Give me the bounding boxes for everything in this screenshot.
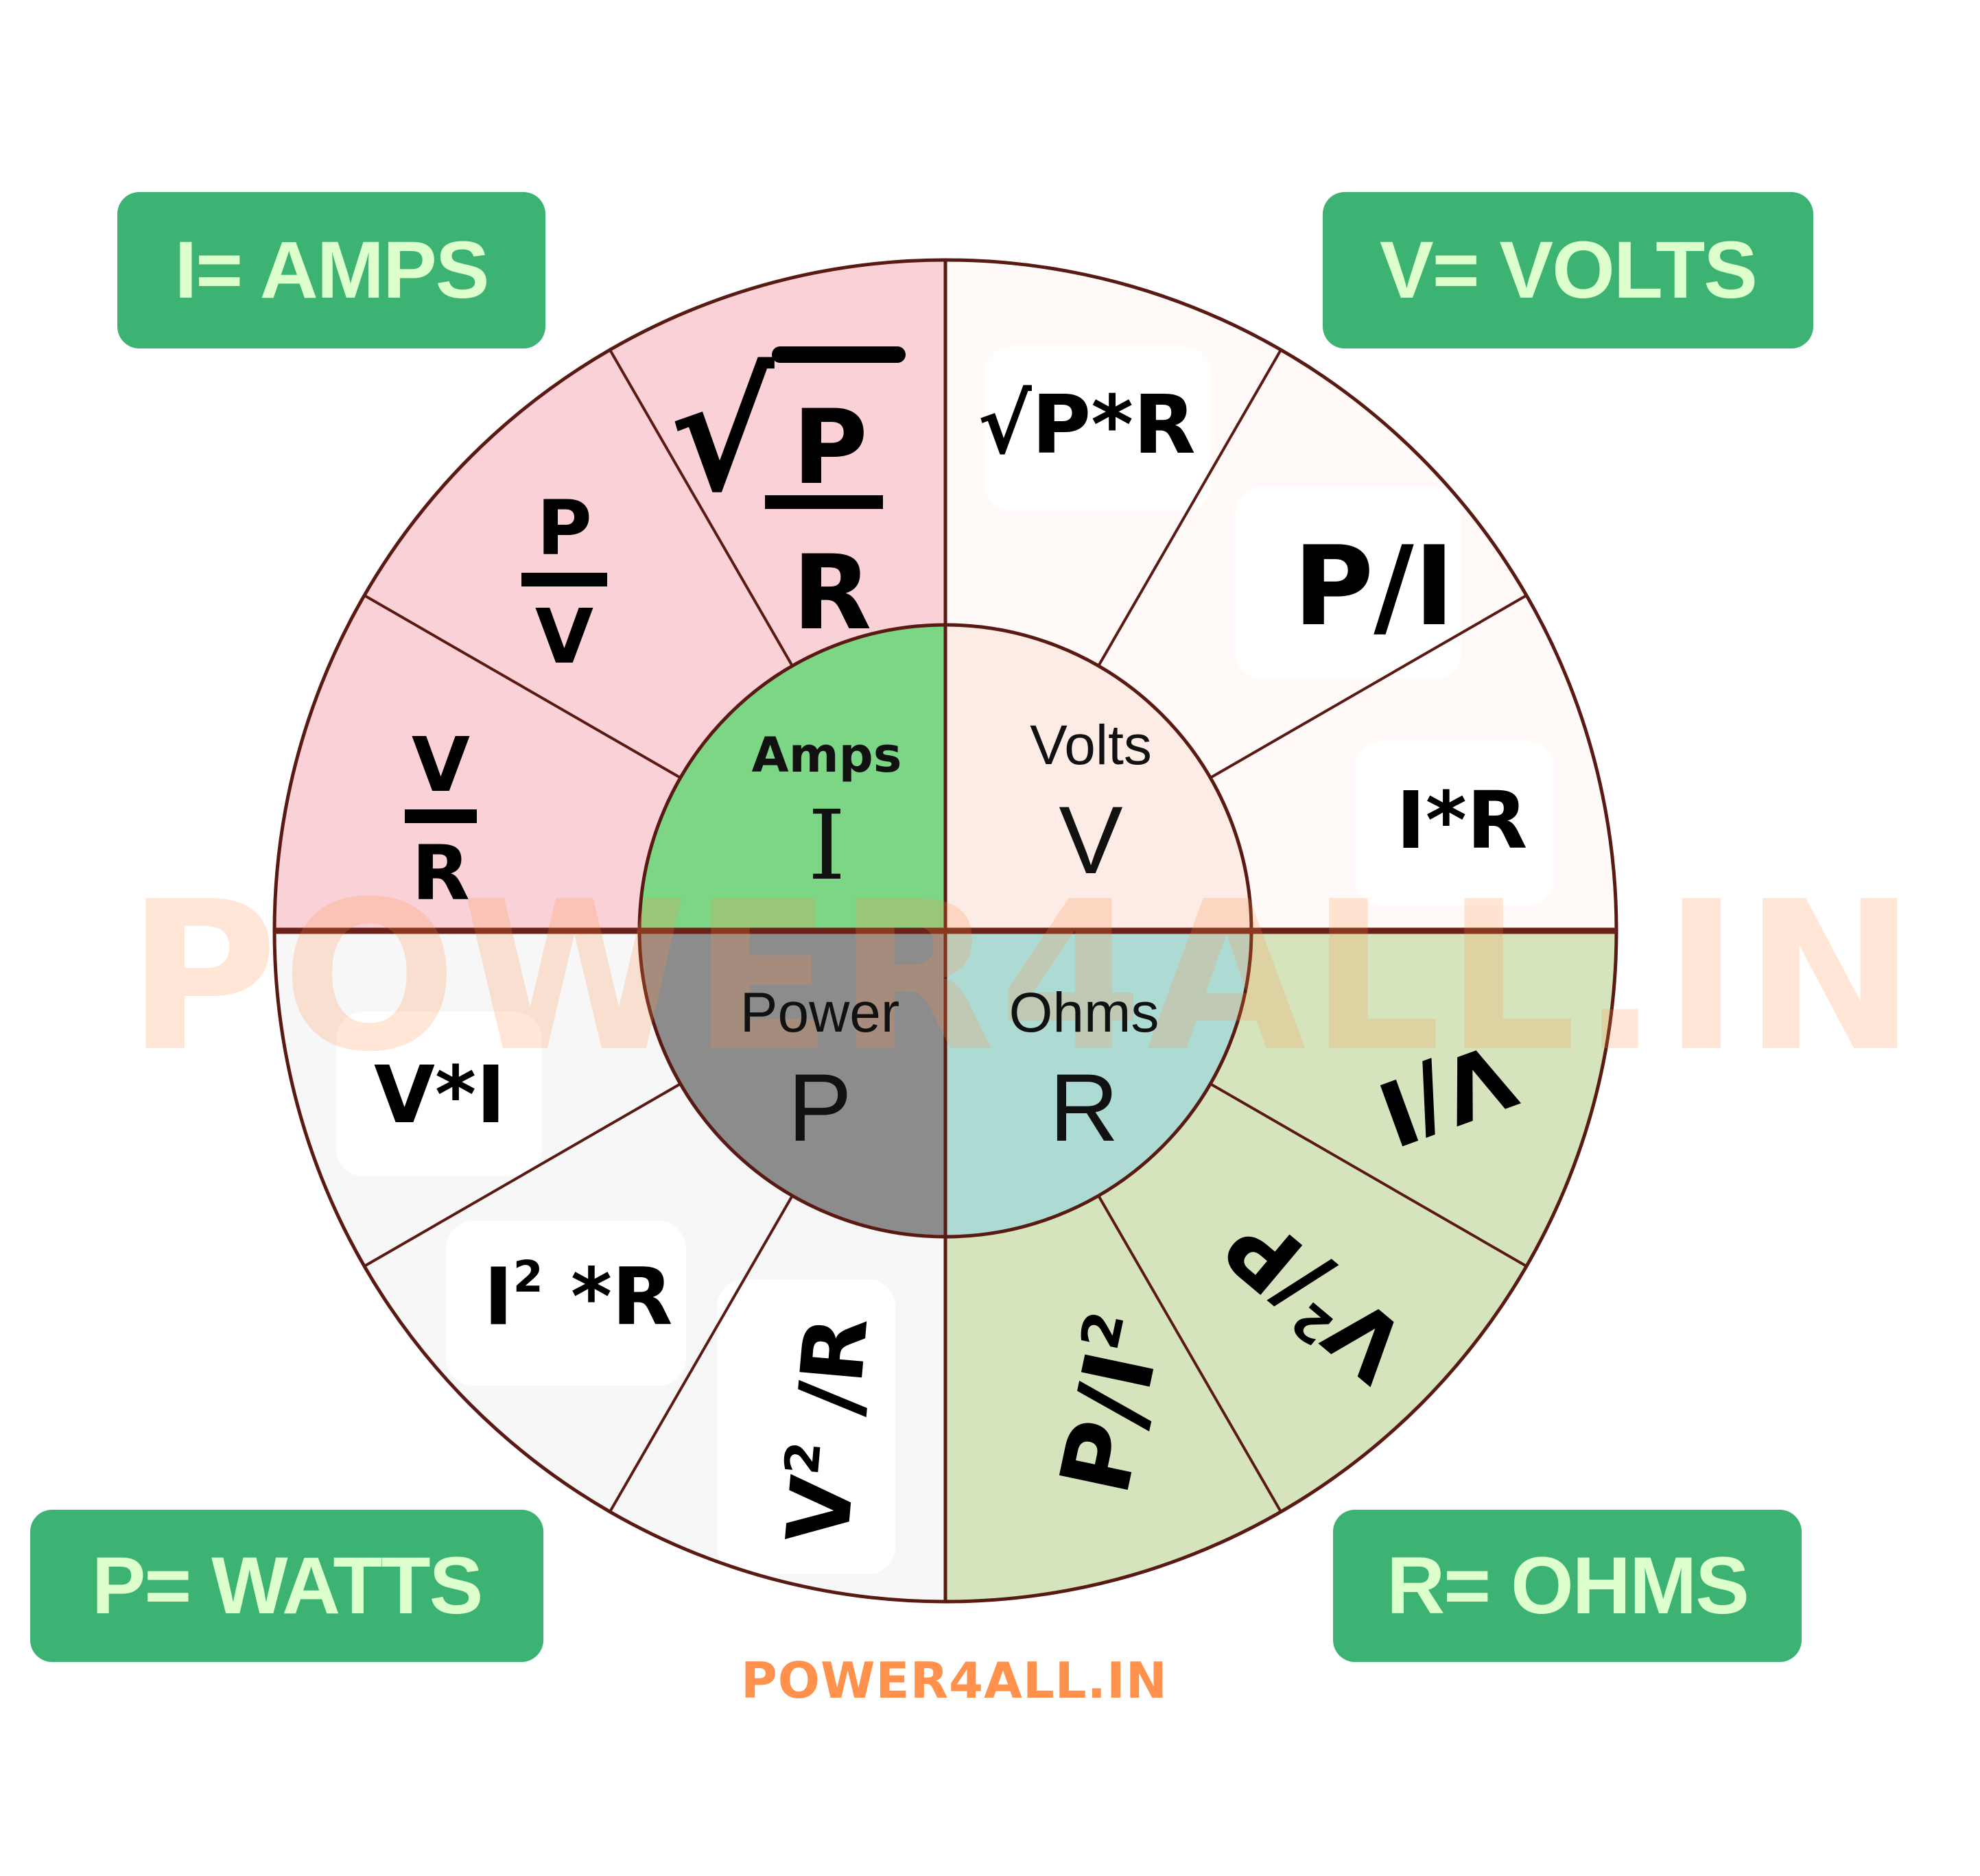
volts-symbol: V [1059, 786, 1123, 894]
legend-watts: P= WATTS [30, 1510, 543, 1662]
legend-volts: V= VOLTS [1323, 192, 1813, 348]
denominator: R [792, 534, 872, 653]
numerator: P [792, 388, 868, 508]
power-inner-quadrant [639, 931, 945, 1237]
exponent: 2 [512, 1251, 543, 1302]
formula-v2-over-r: V2 /R [768, 1313, 887, 1547]
formula-v-over-r: V R [405, 727, 477, 911]
formula-i-times-r: I*R [1396, 775, 1528, 867]
ohms-symbol: R [1049, 1054, 1119, 1161]
rest: /R [777, 1312, 888, 1449]
radical-bar [772, 346, 906, 363]
fraction-bar [521, 573, 607, 586]
label-bg [446, 1221, 686, 1386]
fraction-bar [405, 809, 477, 823]
fraction-bar [765, 495, 883, 509]
ohms-word: Ohms [1009, 982, 1159, 1044]
exponent: 2 [775, 1439, 832, 1477]
legend-volts-text: V= VOLTS [1380, 225, 1758, 316]
label-bg [1355, 741, 1554, 905]
label-bg [1235, 487, 1461, 679]
legend-watts-text: P= WATTS [91, 1541, 484, 1631]
legend-amps-text: I= AMPS [174, 225, 489, 316]
center-power: Power P [714, 981, 926, 1163]
numerator: V [411, 721, 471, 809]
formula-p-over-v: P V [521, 490, 607, 674]
volts-word: Volts [1030, 714, 1152, 776]
radical-icon: √ [669, 344, 775, 527]
legend-amps: I= AMPS [117, 192, 545, 348]
amps-inner-quadrant [639, 625, 945, 931]
formula-p-over-i: P/I [1293, 522, 1455, 650]
base: I [484, 1251, 513, 1344]
volts-inner-quadrant [945, 625, 1251, 931]
denominator: V [534, 593, 594, 680]
base: V [768, 1472, 874, 1547]
center-volts: Volts V [988, 713, 1194, 896]
legend-ohms: R= OHMS [1333, 1510, 1802, 1662]
rest: *R [543, 1251, 673, 1344]
formula-sqrt-p-over-r: √ P R [669, 343, 909, 645]
center-amps: Amps I [727, 727, 926, 902]
ohms-inner-quadrant [945, 931, 1251, 1237]
denominator: R [412, 829, 470, 917]
amps-symbol: I [808, 790, 846, 902]
label-bg [985, 346, 1211, 511]
power-word: Power [740, 982, 900, 1044]
formula-i2-times-r: I2 *R [484, 1255, 673, 1337]
label-bg [717, 1279, 895, 1574]
footer-brand: POWER4ALL.IN [741, 1652, 1168, 1709]
numerator: P [537, 484, 592, 572]
center-ohms: Ohms R [974, 981, 1194, 1163]
formula-v-times-i: V*I [374, 1049, 506, 1141]
label-bg [336, 1012, 542, 1176]
legend-ohms-text: R= OHMS [1387, 1541, 1749, 1631]
power-symbol: P [788, 1054, 852, 1161]
amps-word: Amps [751, 727, 902, 783]
formula-sqrt-p-times-r: √P*R [978, 377, 1196, 472]
